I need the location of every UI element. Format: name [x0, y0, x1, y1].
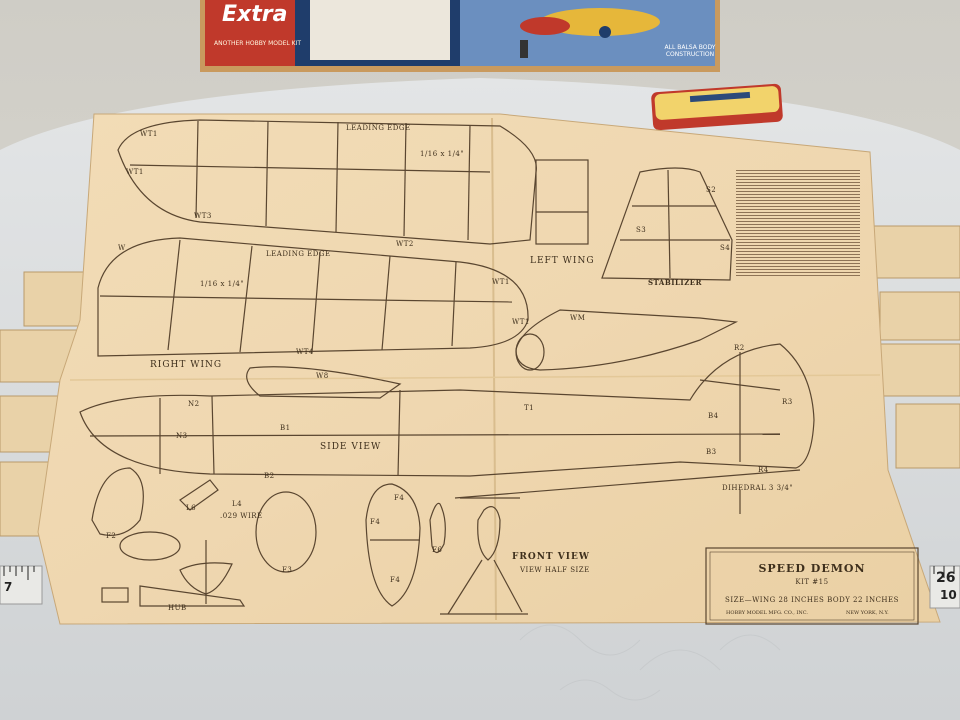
side-part-n3: N3: [176, 432, 188, 440]
fold-line-h: [69, 374, 881, 381]
box-tagline: ANOTHER HOBBY MODEL KIT: [214, 40, 301, 47]
stabilizer-ribs: [620, 169, 730, 279]
side-view-label: SIDE VIEW: [320, 442, 382, 452]
right-wing-dim: 1/16 x 1/4": [200, 280, 245, 288]
title-block: [705, 547, 919, 625]
right-wing-part-4: WT4: [296, 348, 314, 356]
side-strips-right: [871, 225, 960, 469]
right-wing-leading-edge: LEADING EDGE: [266, 250, 331, 258]
front-view-sub: VIEW HALF SIZE: [520, 566, 590, 574]
stabilizer-label: STABILIZER: [648, 278, 702, 287]
box-side-caption: ALL BALSA BODY CONSTRUCTION: [664, 44, 716, 58]
part-wire-label: .029 WIRE: [220, 512, 263, 520]
right-wing-outline: [97, 237, 529, 357]
front-view-label: FRONT VIEW: [512, 552, 590, 562]
title-block-city: NEW YORK, N.Y.: [846, 610, 889, 616]
part-l6-label: L6: [186, 504, 197, 512]
side-part-t1: T1: [524, 404, 535, 412]
side-part-w8: W8: [316, 372, 329, 380]
plan-sheet: [37, 113, 941, 625]
right-wing-label: RIGHT WING: [150, 360, 223, 370]
top-wing-part-2: WT1: [126, 168, 144, 176]
part-prop: [179, 562, 233, 595]
cloth-pattern: [519, 624, 781, 701]
part-hub: [139, 585, 246, 607]
title-block-size: SIZE—WING 28 INCHES BODY 22 INCHES: [725, 596, 899, 604]
wing-mount: [515, 309, 739, 371]
part-f4-label-a: F4: [394, 494, 405, 502]
stabilizer-outline: [601, 167, 733, 281]
title-block-title: SPEED DEMON: [758, 562, 866, 575]
part-f2-label: F2: [106, 532, 117, 540]
right-wing-ribs: [99, 239, 513, 353]
part-hub-label: HUB: [168, 604, 187, 612]
dihedral-label: DIHEDRAL 3 3/4": [722, 484, 794, 492]
tape-measure-right: [929, 565, 960, 609]
kit-box: [200, 0, 720, 72]
fuselage-stations: [89, 352, 781, 477]
part-l6: [179, 479, 219, 511]
balsa-part: [651, 83, 783, 131]
side-part-b3: B3: [706, 448, 717, 456]
ruler-right-sub: 10: [940, 588, 957, 602]
part-spinner: [119, 531, 181, 561]
top-wing-dim: 1/16 x 1/4": [420, 150, 465, 158]
right-wing-part-1: W: [118, 244, 126, 252]
stabilizer-part-s3: S3: [636, 226, 647, 234]
part-f3-label: F3: [282, 566, 293, 574]
top-wing-ribs: [129, 120, 491, 241]
title-block-maker: HOBBY MODEL MFG. CO., INC.: [726, 610, 808, 616]
box-title-script: Extra: [222, 2, 288, 27]
front-view: [477, 506, 501, 561]
top-wing-leading-edge: LEADING EDGE: [346, 124, 411, 132]
part-f6: [429, 502, 446, 554]
stabilizer-part-s2: S2: [706, 186, 717, 194]
right-wing-part-2: WT1: [492, 278, 510, 286]
part-f4-label-c: F4: [390, 576, 401, 584]
fold-line: [491, 117, 497, 621]
fuselage-outline: [79, 343, 815, 477]
side-part-n2: N2: [188, 400, 200, 408]
top-wing-part-1: WT1: [140, 130, 158, 138]
top-wing-outline: [117, 119, 537, 245]
top-wing-part-3: WT3: [194, 212, 212, 220]
left-wing-tip-frame: [535, 159, 589, 245]
side-part-r4: R4: [758, 466, 769, 474]
side-part-b1: B1: [280, 424, 291, 432]
part-f6-label: F6: [432, 546, 443, 554]
instructions-text-block: [736, 170, 860, 276]
side-part-r3: R3: [782, 398, 793, 406]
top-wing-part-4: WT2: [396, 240, 414, 248]
tape-measure-left: [0, 565, 43, 605]
ruler-right-number: 26: [936, 570, 956, 586]
ruler-left-number: 7: [4, 580, 13, 594]
dihedral-line: [454, 469, 801, 499]
part-f2: [91, 467, 144, 536]
right-wing-part-3: WT1: [512, 318, 530, 326]
left-wing-label: LEFT WING: [530, 256, 595, 266]
part-f4-label-b: F4: [370, 518, 381, 526]
part-f3: [255, 491, 317, 573]
part-l4-label: L4: [232, 500, 243, 508]
title-block-kit: KIT #15: [795, 578, 829, 586]
stabilizer-part-s4: S4: [720, 244, 731, 252]
side-part-r2: R2: [734, 344, 745, 352]
side-part-b2: B2: [264, 472, 275, 480]
side-part-b4: B4: [708, 412, 719, 420]
wing-mount-label: WM: [570, 314, 586, 322]
